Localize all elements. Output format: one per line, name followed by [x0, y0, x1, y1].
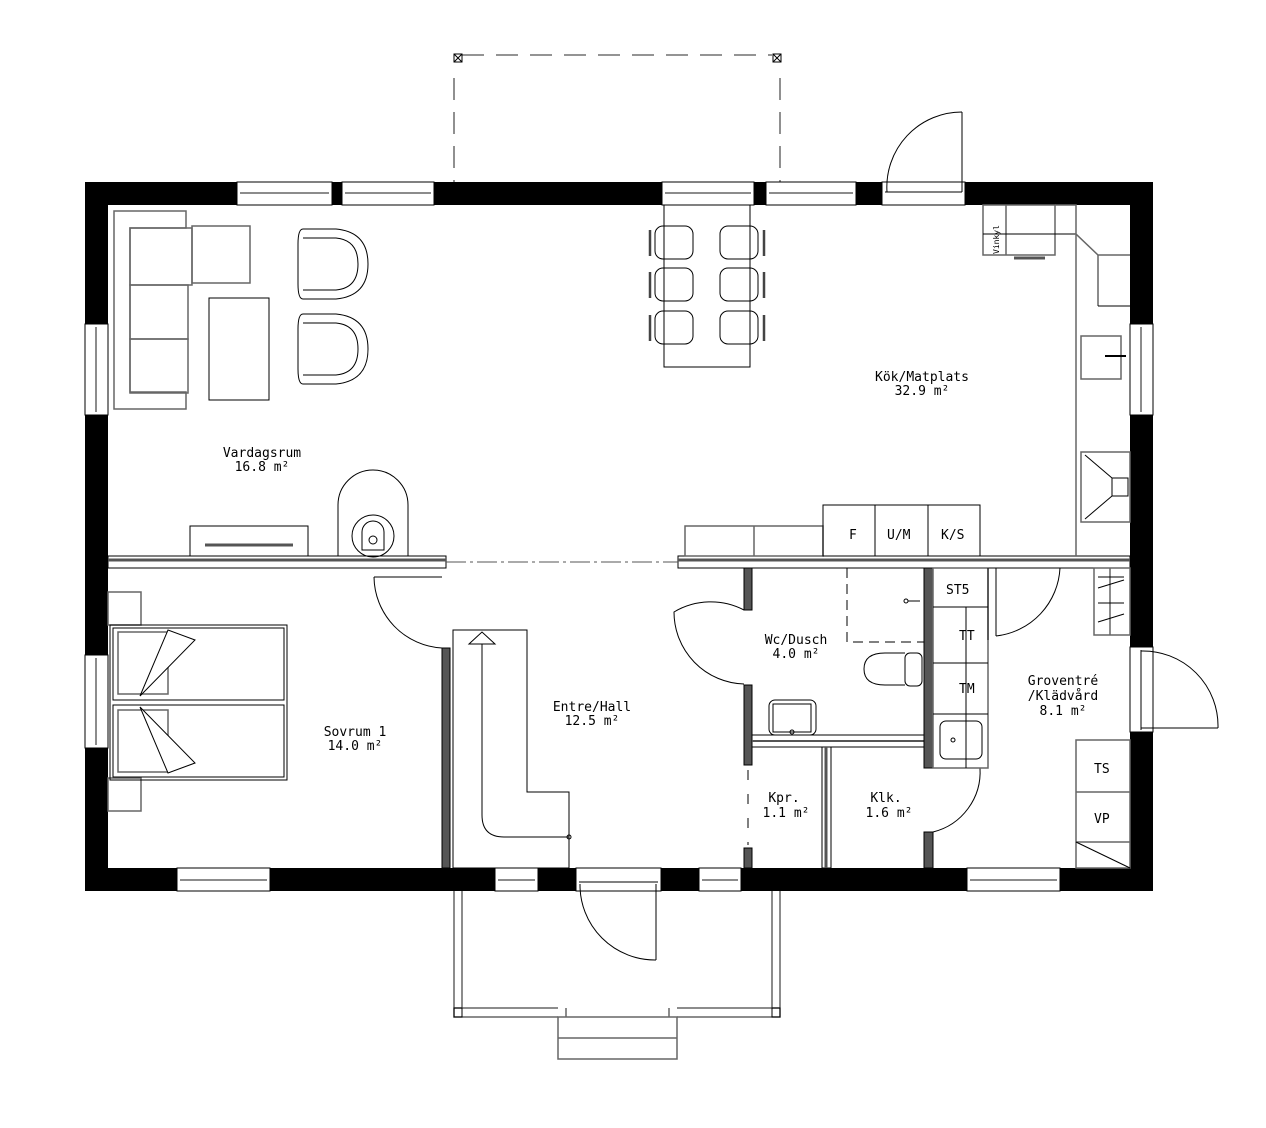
svg-text:32.9 m²: 32.9 m²: [895, 384, 950, 399]
interior-walls: [107, 555, 1131, 869]
svg-text:Entre/Hall: Entre/Hall: [553, 700, 631, 715]
tv-bench-icon: [189, 525, 309, 557]
coffee-table-icon: [208, 297, 270, 401]
dining-table-icon: [648, 204, 766, 368]
hall-wardrobe-icon: [452, 629, 572, 869]
svg-text:Klk.: Klk.: [870, 791, 901, 806]
armchair-icon: [297, 228, 369, 385]
toilet-icon: [863, 652, 923, 687]
interior-doors: [373, 567, 1061, 833]
kitchen-island: [684, 504, 981, 557]
room-label-vardagsrum: Vardagsrum 16.8 m²: [223, 446, 301, 475]
storage-label: ST5: [946, 583, 969, 598]
svg-text:Vardagsrum: Vardagsrum: [223, 446, 301, 461]
washbasin-icon: [768, 699, 817, 736]
svg-text:14.0 m²: 14.0 m²: [328, 739, 383, 754]
freezer-label: F: [849, 528, 857, 543]
svg-text:12.5 m²: 12.5 m²: [565, 714, 620, 729]
svg-text:4.0 m²: 4.0 m²: [773, 647, 820, 662]
heat-pump-label: VP: [1094, 812, 1110, 827]
washer-label: TM: [959, 682, 975, 697]
dryer-label: TT: [959, 629, 975, 644]
exterior-doors: [575, 111, 1219, 961]
room-label-klk: Klk. 1.6 m²: [866, 791, 913, 821]
laundry-cabinets: [932, 567, 989, 769]
drying-cabinet-label: TS: [1094, 762, 1110, 777]
microwave-label: U/M: [887, 528, 911, 543]
room-label-wc-dusch: Wc/Dusch 4.0 m²: [765, 633, 828, 662]
svg-text:Wc/Dusch: Wc/Dusch: [765, 633, 828, 648]
svg-text:8.1 m²: 8.1 m²: [1040, 704, 1087, 719]
utility-cabinets: [1075, 739, 1131, 869]
shoe-rack-icon: [1093, 567, 1131, 636]
room-label-entre-hall: Entre/Hall 12.5 m²: [553, 700, 631, 729]
svg-text:Groventré: Groventré: [1028, 674, 1099, 689]
bed-icon: [107, 591, 288, 812]
svg-text:1.6 m²: 1.6 m²: [866, 806, 913, 821]
fridge-label: K/S: [941, 528, 964, 543]
windows: [84, 181, 1154, 892]
exterior-walls: [85, 182, 1153, 891]
svg-text:16.8 m²: 16.8 m²: [235, 460, 290, 475]
fireplace-icon: [337, 469, 409, 558]
svg-text:Kpr.: Kpr.: [768, 791, 799, 806]
entry-porch: [453, 891, 781, 1060]
room-label-kok-matplats: Kök/Matplats 32.9 m²: [875, 370, 969, 399]
svg-text:/Klädvård: /Klädvård: [1028, 689, 1098, 704]
corner-cabinet-label: Vinkyl: [992, 225, 1001, 254]
kitchen-counter: [982, 204, 1131, 556]
terrace-outline: [453, 53, 782, 182]
room-label-kpr: Kpr. 1.1 m²: [763, 791, 810, 821]
room-label-sovrum: Sovrum 1 14.0 m²: [324, 725, 387, 754]
room-label-groventre: Groventré /Klädvård 8.1 m²: [1028, 674, 1099, 719]
svg-text:Sovrum 1: Sovrum 1: [324, 725, 387, 740]
sofa-icon: [113, 210, 251, 410]
svg-text:1.1 m²: 1.1 m²: [763, 806, 810, 821]
shower-area: [846, 568, 924, 643]
svg-text:Kök/Matplats: Kök/Matplats: [875, 370, 969, 385]
